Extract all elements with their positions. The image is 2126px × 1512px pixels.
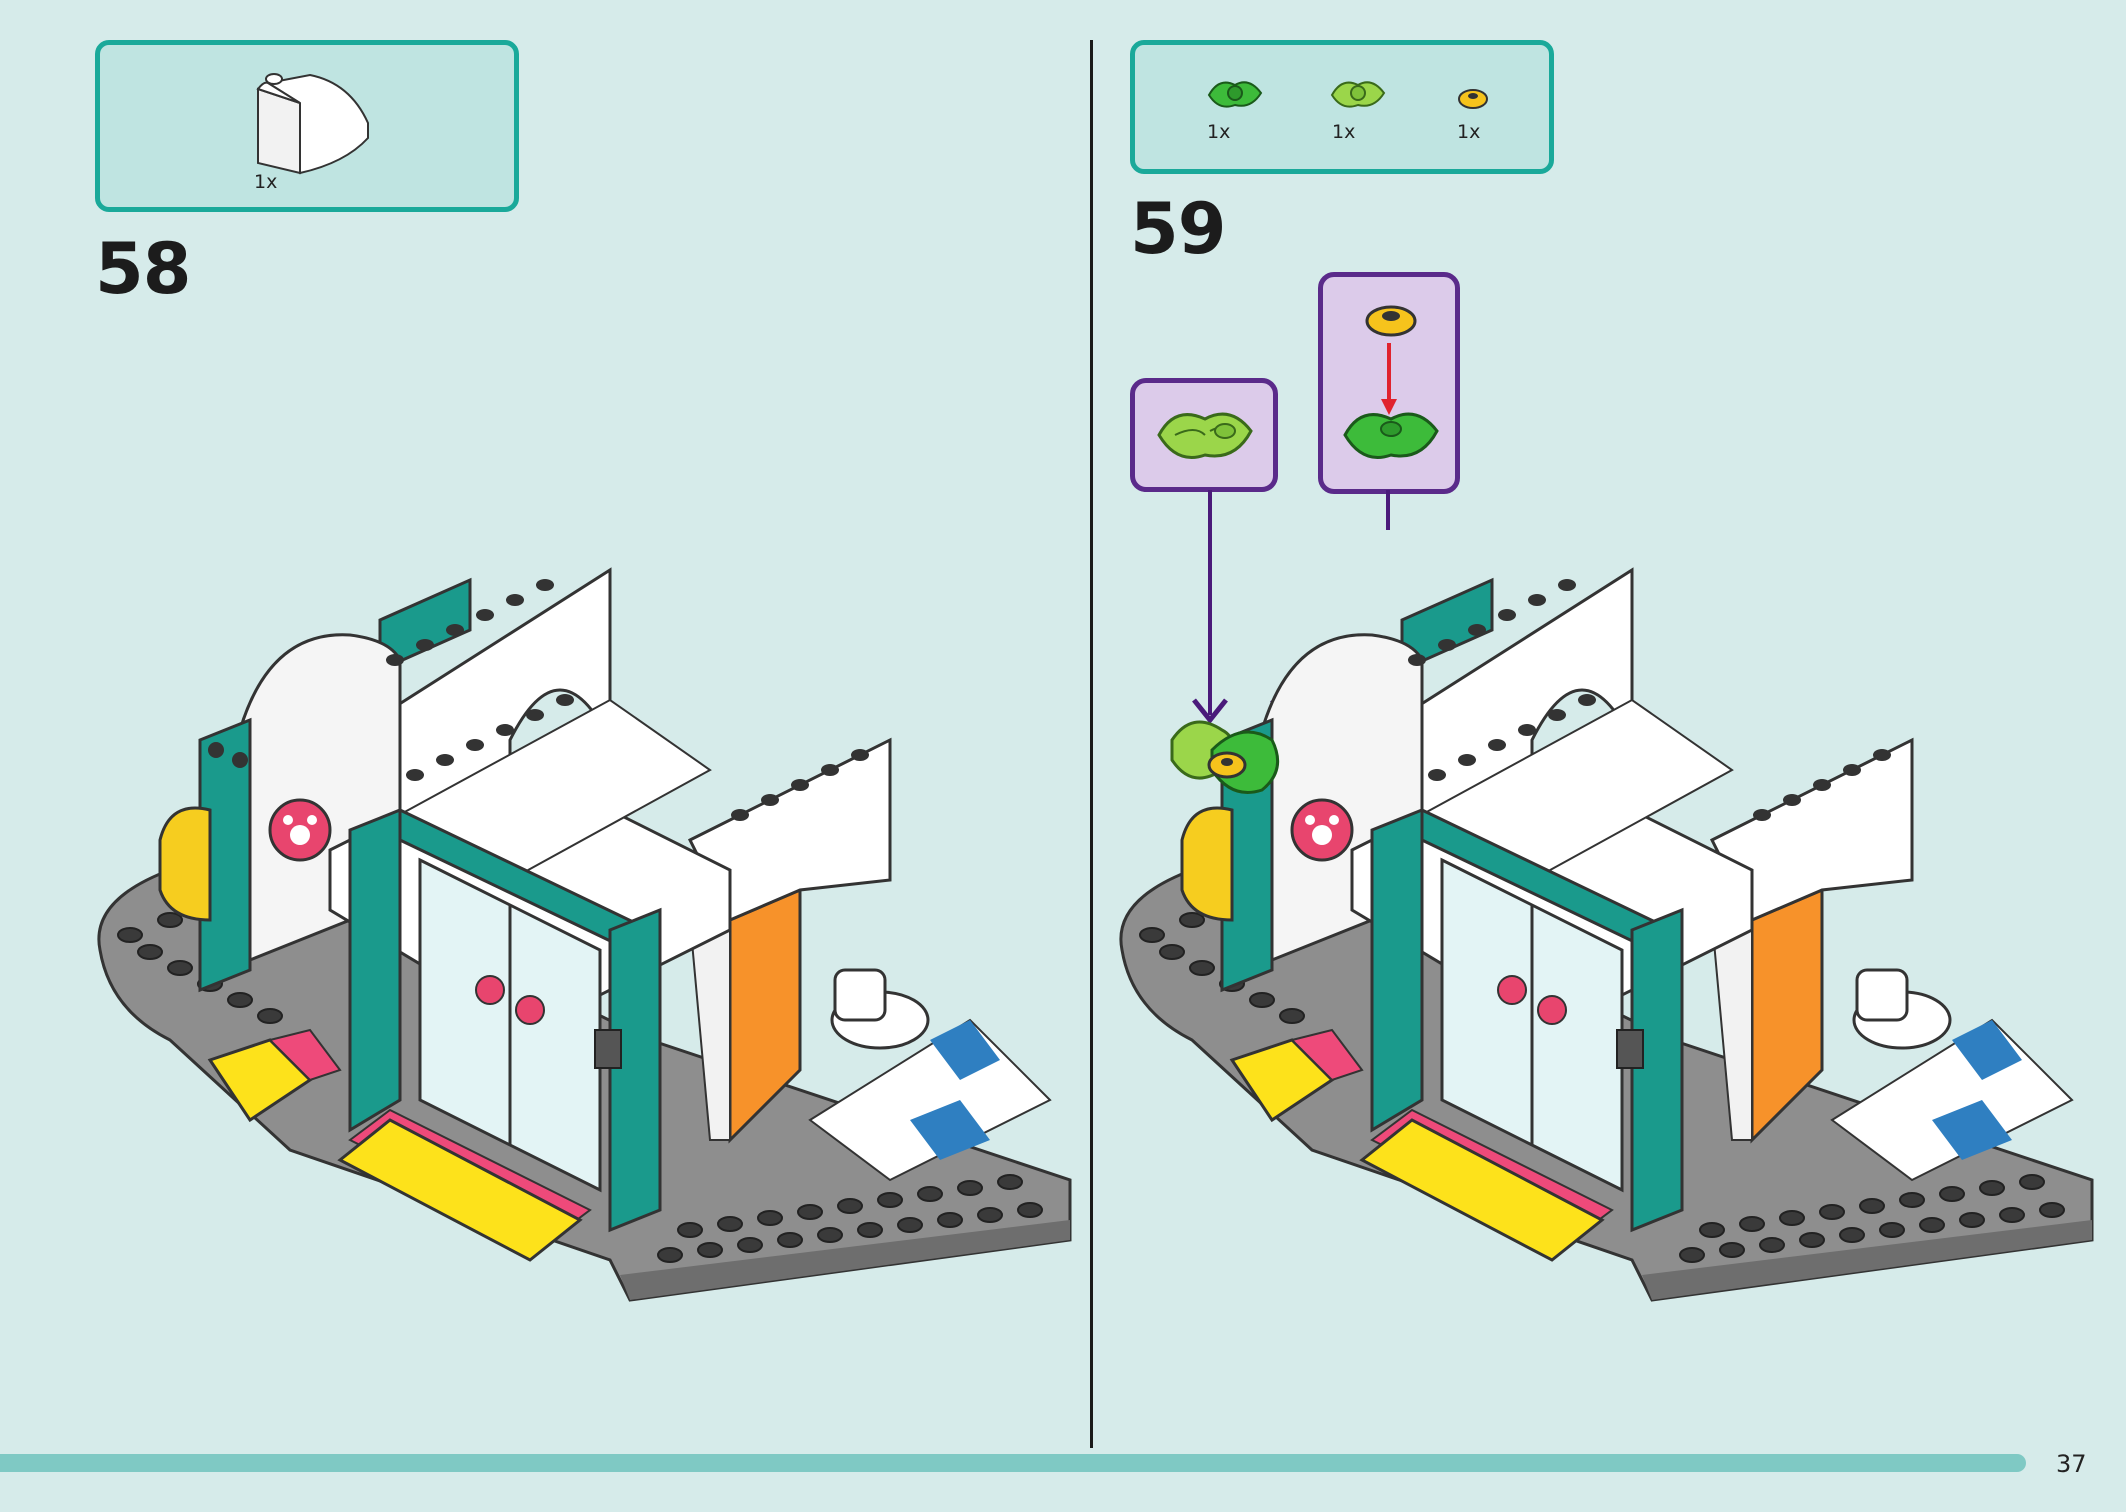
green-leaf-plant-piece-icon — [1207, 81, 1263, 108]
part-quantity: 1x — [1207, 121, 1231, 143]
step59-model-illustration — [1119, 567, 2094, 1302]
page-divider — [1090, 40, 1093, 1448]
lime-leaf-plant-piece-icon — [1157, 412, 1253, 459]
green-leaf-plant-piece-icon — [1343, 412, 1439, 459]
callout-flower-on-leaf — [1318, 272, 1460, 494]
part-quantity: 1x — [254, 171, 278, 193]
red-assembly-arrow-icon — [1381, 343, 1397, 415]
step58-parts-box: 1x — [95, 40, 519, 212]
page-number: 37 — [2056, 1450, 2087, 1478]
step-number: 59 — [1130, 188, 1226, 270]
callout-lime-leaf — [1130, 378, 1278, 492]
part-quantity: 1x — [1457, 121, 1481, 143]
yellow-flower-piece-icon — [1365, 305, 1417, 337]
step59-parts-box: 1x 1x 1x — [1130, 40, 1554, 174]
yellow-flower-piece-icon — [1458, 89, 1488, 109]
footer-progress-bar — [0, 1454, 2026, 1472]
lime-leaf-plant-piece-icon — [1330, 81, 1386, 108]
step58-model-illustration — [97, 567, 1072, 1302]
step-number: 58 — [95, 228, 191, 310]
white-curved-slope-brick-icon — [256, 73, 369, 175]
part-quantity: 1x — [1332, 121, 1356, 143]
